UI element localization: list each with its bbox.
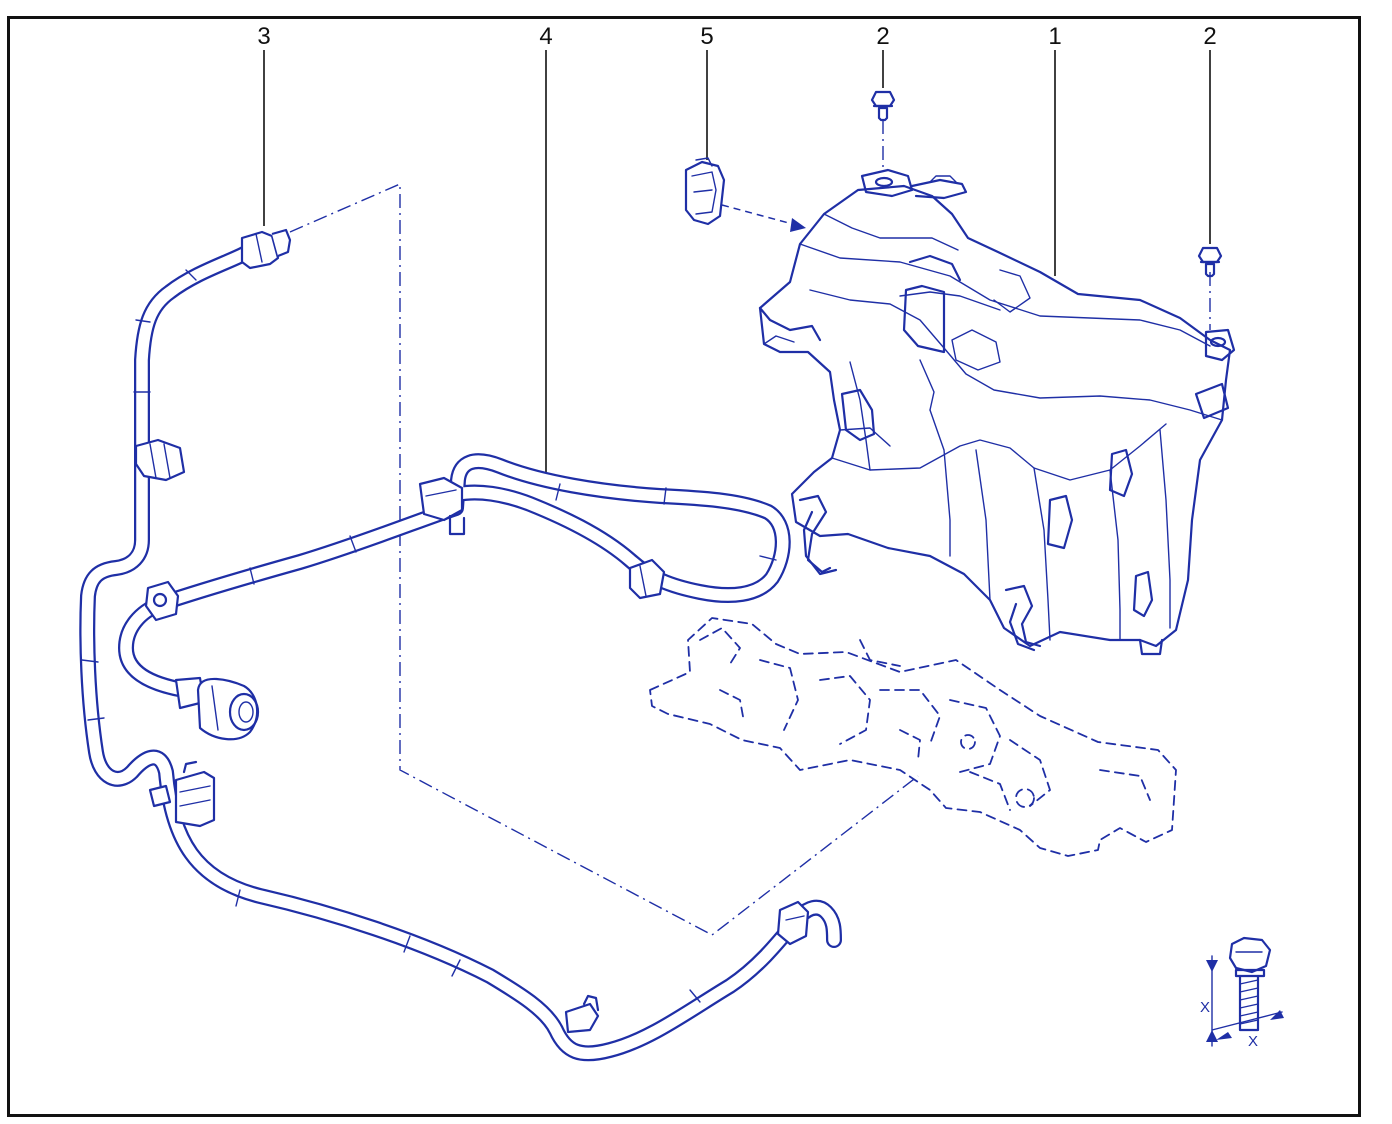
assembly-centerlines — [289, 120, 1211, 936]
bolt-right — [1197, 246, 1223, 278]
bolt-dimension-detail: X X — [1200, 936, 1284, 1050]
engine-block-outline — [649, 617, 1177, 857]
callout-4: 4 — [539, 23, 552, 50]
callout-3: 3 — [257, 23, 270, 50]
bolt-upper — [870, 90, 896, 122]
dimension-label-vertical: X — [1200, 999, 1210, 1016]
callout-1: 1 — [1048, 23, 1061, 50]
hose-assembly-4 — [118, 453, 791, 741]
hose-assembly-3 — [79, 228, 842, 1062]
clip-part — [684, 157, 726, 226]
dimension-label-horizontal: X — [1248, 1033, 1258, 1050]
washer-reservoir — [758, 168, 1236, 656]
callout-5: 5 — [700, 23, 713, 50]
callout-2a: 2 — [876, 23, 889, 50]
callout-labels: 3 4 5 2 1 2 — [257, 23, 1217, 484]
diagram-frame — [7, 16, 1361, 1117]
callout-2b: 2 — [1203, 23, 1216, 50]
